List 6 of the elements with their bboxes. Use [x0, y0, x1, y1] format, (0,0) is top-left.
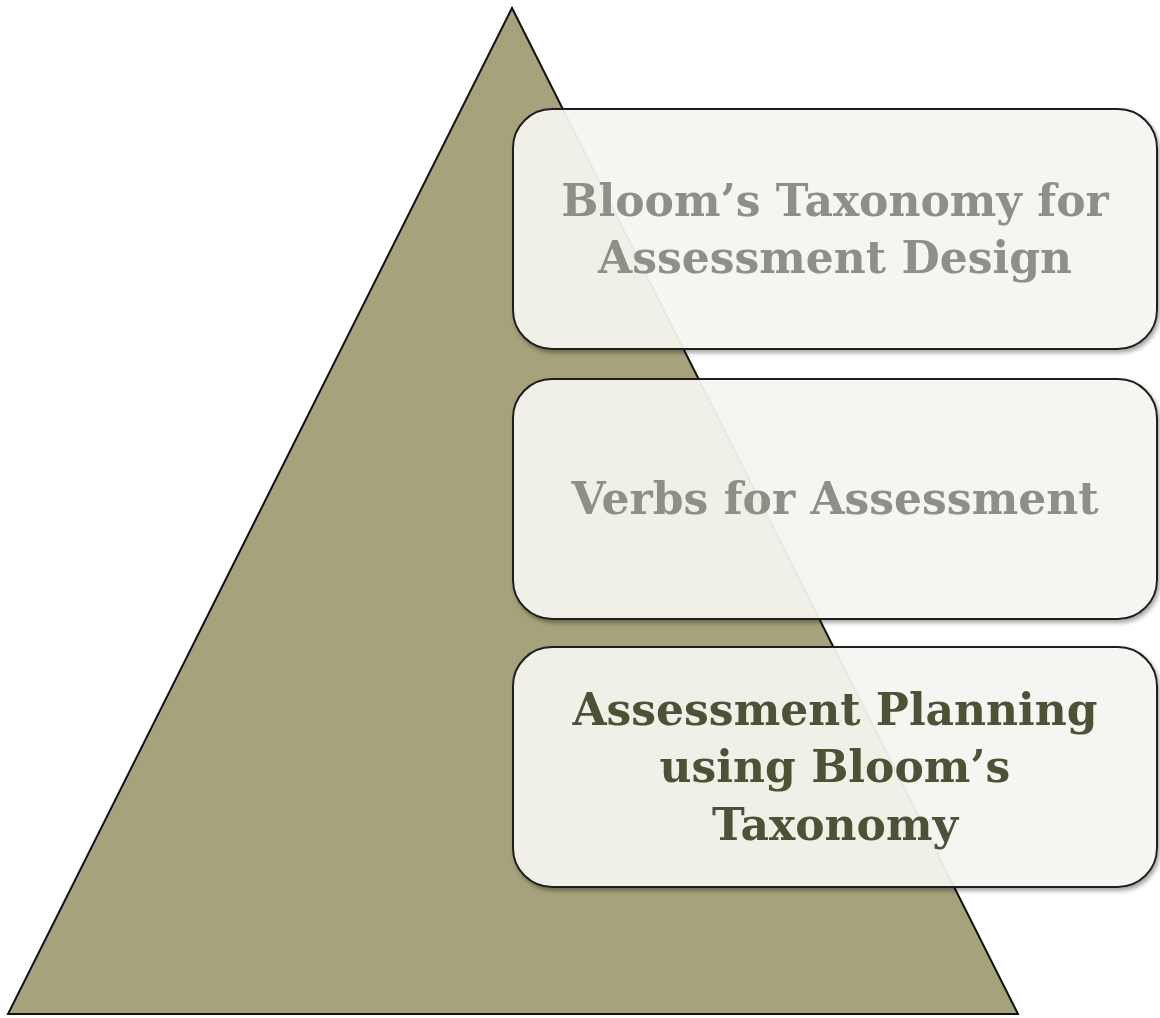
text-box	[512, 646, 1158, 888]
box-label: Verbs for Assessment	[570, 472, 1100, 527]
box-label: Bloom’s Taxonomy for Assessment Design	[560, 173, 1110, 285]
text-box	[512, 378, 1158, 620]
text-box	[512, 108, 1158, 350]
box-label: Assessment Planning using Bloom’s Taxonomy	[571, 683, 1099, 852]
